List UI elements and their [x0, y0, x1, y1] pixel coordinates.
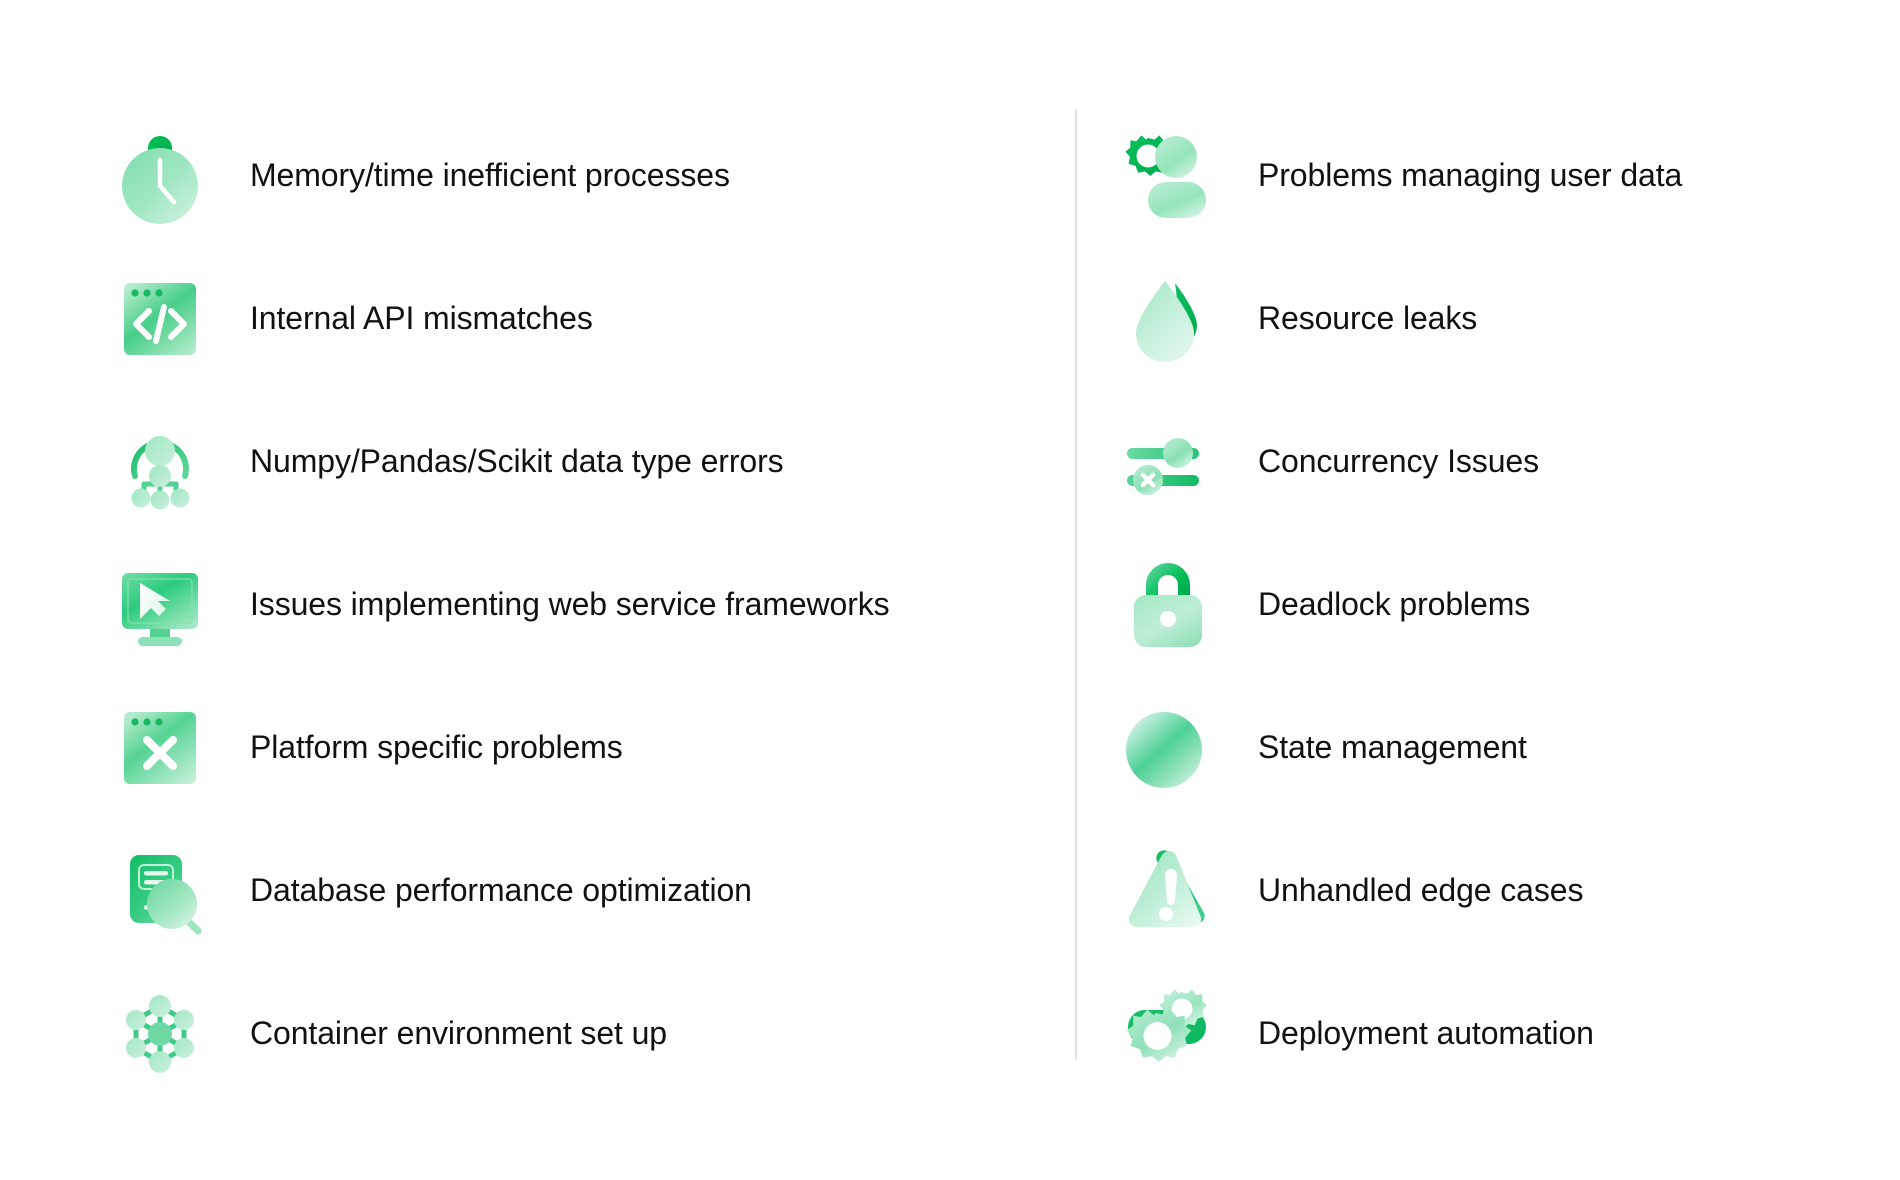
- list-item[interactable]: Memory/time inefficient processes: [112, 104, 1060, 247]
- list-item-label: Database performance optimization: [250, 872, 752, 909]
- list-item-label: Unhandled edge cases: [1258, 872, 1584, 909]
- sliders-icon: [1120, 407, 1216, 517]
- list-item[interactable]: Unhandled edge cases: [1120, 819, 1900, 962]
- list-item-label: Memory/time inefficient processes: [250, 157, 730, 194]
- container-network-icon: [112, 979, 208, 1089]
- database-search-icon: [112, 836, 208, 946]
- list-item-label: Numpy/Pandas/Scikit data type errors: [250, 443, 784, 480]
- window-error-icon: [112, 693, 208, 803]
- list-item-label: Platform specific problems: [250, 729, 623, 766]
- list-item[interactable]: Issues implementing web service framewor…: [112, 533, 1060, 676]
- code-window-icon: [112, 264, 208, 374]
- clock-icon: [112, 121, 208, 231]
- list-item-label: Issues implementing web service framewor…: [250, 586, 890, 623]
- gears-icon: [1120, 979, 1216, 1089]
- list-item[interactable]: Database performance optimization: [112, 819, 1060, 962]
- user-gear-icon: [1120, 121, 1216, 231]
- list-item[interactable]: Numpy/Pandas/Scikit data type errors: [112, 390, 1060, 533]
- list-item[interactable]: Problems managing user data: [1120, 104, 1900, 247]
- list-item-label: Deployment automation: [1258, 1015, 1594, 1052]
- list-item-label: Concurrency Issues: [1258, 443, 1539, 480]
- list-item[interactable]: Internal API mismatches: [112, 247, 1060, 390]
- right-column: Problems managing user data: [1060, 0, 1900, 1105]
- list-item[interactable]: Container environment set up: [112, 962, 1060, 1105]
- list-item[interactable]: Deployment automation: [1120, 962, 1900, 1105]
- droplet-icon: [1120, 264, 1216, 374]
- warning-triangle-icon: [1120, 836, 1216, 946]
- list-item-label: Deadlock problems: [1258, 586, 1531, 623]
- left-column: Memory/time inefficient processes: [112, 104, 1060, 1105]
- list-item-label: Container environment set up: [250, 1015, 667, 1052]
- list-item[interactable]: Deadlock problems: [1120, 533, 1900, 676]
- pie-chart-icon: [1120, 693, 1216, 803]
- list-item-label: Internal API mismatches: [250, 300, 593, 337]
- data-hierarchy-icon: [112, 407, 208, 517]
- list-item-label: Resource leaks: [1258, 300, 1478, 337]
- list-item[interactable]: State management: [1120, 676, 1900, 819]
- column-divider: [1075, 110, 1077, 1060]
- list-item[interactable]: Resource leaks: [1120, 247, 1900, 390]
- monitor-cursor-icon: [112, 550, 208, 660]
- list-item[interactable]: Platform specific problems: [112, 676, 1060, 819]
- list-item-label: Problems managing user data: [1258, 157, 1683, 194]
- list-item-label: State management: [1258, 729, 1527, 766]
- lock-icon: [1120, 550, 1216, 660]
- list-item[interactable]: Concurrency Issues: [1120, 390, 1900, 533]
